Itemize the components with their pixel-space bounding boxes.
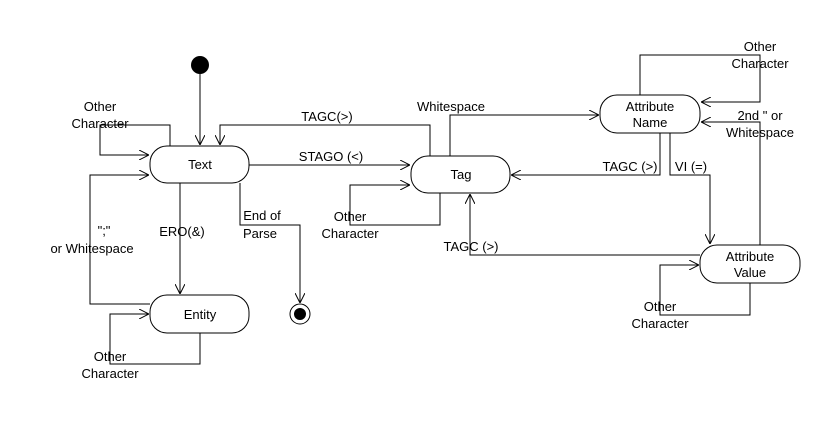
label-text-to-final-1: End of: [243, 208, 281, 223]
state-tag-label: Tag: [451, 167, 472, 182]
state-tag: Tag: [410, 155, 511, 194]
edge-tag-to-text: [220, 124, 431, 156]
edge-attrvalue-to-tag: [470, 194, 700, 256]
state-entity-label: Entity: [184, 307, 217, 322]
label-attrvalue-self-1: Other: [644, 299, 677, 314]
label-entity-self-2: Character: [81, 366, 139, 381]
edge-attrvalue-to-attrname: [701, 122, 761, 245]
label-attrvalue-to-attrname-1: 2nd " or: [737, 108, 783, 123]
edge-attrname-to-tag: [511, 133, 661, 175]
edge-tag-self: [349, 185, 441, 226]
edge-attrname-self: [639, 54, 761, 102]
edge-attrvalue-self: [659, 265, 751, 316]
edge-tag-to-attrname: [449, 115, 599, 156]
label-text-to-tag: STAGO (<): [299, 149, 363, 164]
label-attrname-self-1: Other: [744, 39, 777, 54]
state-entity: Entity: [149, 294, 250, 334]
label-tag-self-2: Character: [321, 226, 379, 241]
label-text-self-1: Other: [84, 99, 117, 114]
state-attribute-value: Attribute Value: [699, 244, 801, 284]
label-entity-self-1: Other: [94, 349, 127, 364]
final-state: [289, 303, 311, 325]
state-text: Text: [149, 145, 250, 184]
label-attrname-self-2: Character: [731, 56, 789, 71]
label-attrname-to-attrvalue: VI (=): [675, 159, 707, 174]
edge-attrname-to-attrvalue: [669, 133, 710, 244]
initial-state: [191, 56, 209, 74]
label-text-self-2: Character: [71, 116, 129, 131]
state-attribute-name-line2: Name: [633, 115, 668, 130]
label-tag-to-attrname: Whitespace: [417, 99, 485, 114]
edge-entity-self: [109, 314, 201, 365]
label-attrvalue-to-tag: TAGC (>): [443, 239, 498, 254]
edge-entity-to-text: [89, 175, 150, 305]
state-text-label: Text: [188, 157, 212, 172]
label-attrvalue-to-attrname-2: Whitespace: [726, 125, 794, 140]
label-entity-to-text-1: ";": [98, 223, 111, 238]
label-attrvalue-self-2: Character: [631, 316, 689, 331]
label-text-to-final-2: Parse: [243, 226, 277, 241]
state-attribute-name: Attribute Name: [599, 94, 701, 134]
edge-text-to-final: [239, 183, 300, 303]
state-attribute-value-line2: Value: [734, 265, 766, 280]
label-attrname-to-tag: TAGC (>): [602, 159, 657, 174]
edge-text-self: [99, 124, 171, 155]
state-attribute-value-line1: Attribute: [726, 249, 774, 264]
state-attribute-name-line1: Attribute: [626, 99, 674, 114]
label-text-to-entity: ERO(&): [159, 224, 205, 239]
label-tag-to-text: TAGC(>): [301, 109, 352, 124]
label-entity-to-text-2: or Whitespace: [50, 241, 133, 256]
label-tag-self-1: Other: [334, 209, 367, 224]
